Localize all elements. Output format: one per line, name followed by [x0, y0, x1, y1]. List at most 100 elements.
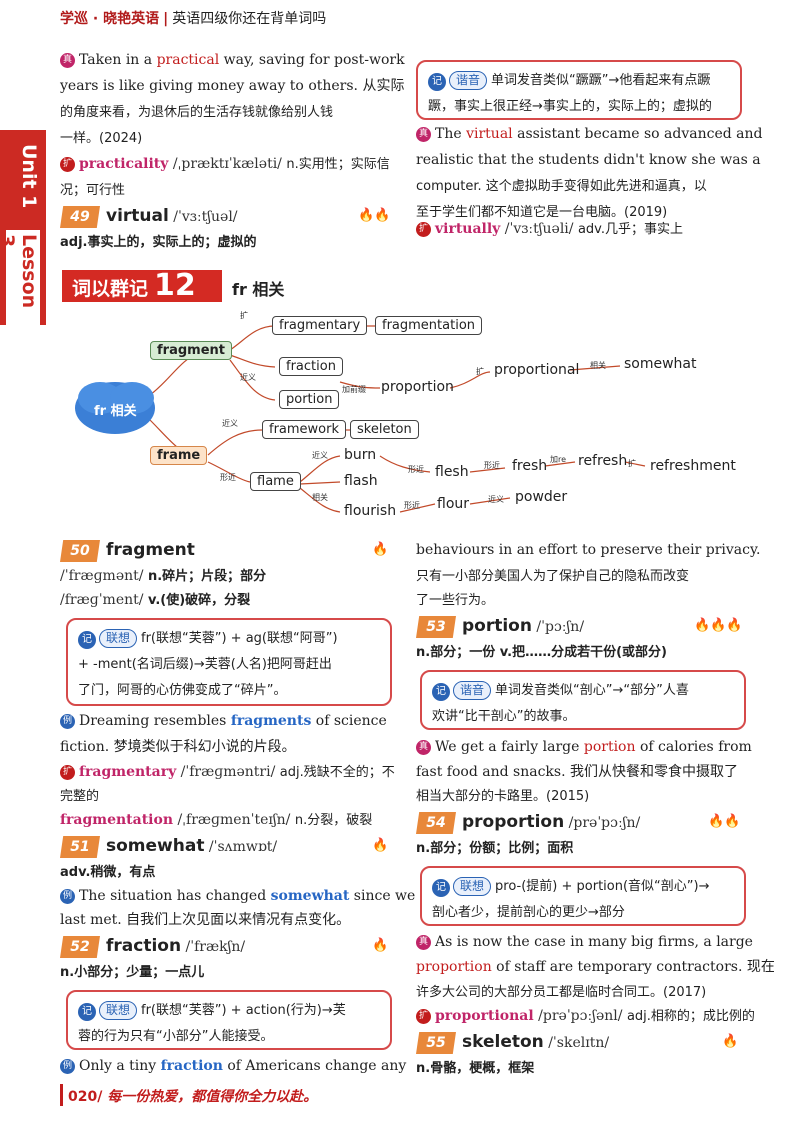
entry-number: 55 — [416, 1032, 456, 1054]
entry-number: 50 — [60, 540, 100, 562]
relation-label: 形近 — [220, 473, 236, 482]
definition: n.部分；份额；比例；面积 — [416, 841, 574, 856]
relation-label: 形近 — [404, 501, 420, 510]
fire-icon: 🔥 — [372, 542, 389, 557]
exam-icon: 真 — [60, 52, 75, 68]
relation-label: 近义 — [222, 419, 238, 428]
exam-icon: 真 — [416, 934, 431, 950]
tip-box: 记谐音单词发音类似“蹶蹶”→他看起来有点蹶蹶，事实上很正经→事实上的，实际上的；… — [416, 60, 742, 120]
lesson-label: Lesson 3 — [0, 230, 40, 325]
example-icon: 例 — [60, 713, 75, 729]
example-line: years is like giving money away to other… — [60, 78, 405, 94]
relation-label: 相关 — [590, 361, 606, 370]
definition: n.小部分；少量；一点儿 — [60, 965, 205, 980]
node-proportion: proportion — [381, 379, 454, 395]
relation-label: 形近 — [408, 465, 424, 474]
definition: /ˈfræɡmənt/ n.碎片；片段；部分 — [60, 568, 267, 584]
node-burn: burn — [344, 447, 377, 463]
relation-label: 近义 — [240, 373, 256, 382]
example-line: 许多大公司的大部分员工都是临时合同工。(2017) — [416, 985, 707, 1000]
relation-label: 扩 — [240, 311, 248, 320]
example-line: fast food and snacks. 我们从快餐和零食中摄取了 — [416, 764, 738, 780]
extend-icon: 扩 — [416, 1008, 431, 1024]
definition: n.骨骼，梗概，框架 — [416, 1061, 535, 1076]
node-powder: powder — [515, 489, 568, 505]
example-line: computer. 这个虚拟助手变得如此先进和逼真，以 — [416, 179, 707, 194]
headword: portion — [462, 616, 532, 636]
extension-line: 完整的 — [60, 789, 100, 804]
definition: adj.事实上的，实际上的；虚拟的 — [60, 235, 257, 250]
mindmap-center: fr 相关 — [94, 404, 137, 419]
example-line: realistic that the students didn't know … — [416, 152, 761, 168]
side-tab: Unit 1 Lesson 3 — [0, 130, 46, 325]
node-flourish: flourish — [344, 503, 397, 519]
word-entry-fragment: 50 fragment — [60, 538, 195, 564]
headword: fraction — [106, 936, 182, 956]
node-skeleton: skeleton — [350, 420, 419, 439]
group-topic: fr 相关 — [232, 280, 285, 299]
node-refresh: refresh — [578, 453, 628, 469]
node-flash: flash — [344, 473, 378, 489]
node-framework: framework — [262, 420, 347, 439]
example-line: fiction. 梦境类似于科幻小说的片段。 — [60, 739, 296, 755]
node-fragmentation: fragmentation — [375, 316, 483, 335]
relation-label: 相关 — [312, 493, 328, 502]
definition: /fræɡˈment/ v.(使)破碎，分裂 — [60, 592, 251, 608]
node-fresh: fresh — [512, 458, 548, 474]
relation-label: 加前缀 — [342, 385, 366, 394]
example-line: proportion of staff are temporary contra… — [416, 959, 775, 975]
definition: n.部分；一份 v.把……分成若干份(或部分) — [416, 645, 667, 660]
extension-line: fragmentation /ˌfræɡmenˈteɪʃn/ n.分裂，破裂 — [60, 812, 373, 828]
definition: adv.稍微，有点 — [60, 865, 156, 880]
example-line: 一样。(2024) — [60, 131, 143, 146]
mindmap-lines — [75, 325, 646, 513]
node-flesh: flesh — [435, 464, 469, 480]
fire-icon: 🔥 — [372, 938, 389, 953]
tip-box: 记谐音单词发音类似“剖心”→“部分”人喜欢讲“比干剖心”的故事。 — [420, 670, 746, 730]
example-line: 至于学生们都不知道它是一台电脑。(2019) — [416, 205, 668, 220]
node-proportional: proportional — [494, 362, 580, 378]
tip-icon: 记 — [432, 879, 450, 897]
headword: virtual — [106, 206, 169, 226]
node-somewhat: somewhat — [624, 356, 697, 372]
footer-bar — [60, 1084, 63, 1106]
relation-label: 近义 — [488, 495, 504, 504]
fire-icon: 🔥 — [372, 838, 389, 853]
relation-label: 形近 — [484, 461, 500, 470]
page-footer: 020/ 每一份热爱，都值得你全力以赴。 — [68, 1086, 317, 1106]
example-line: 相当大部分的卡路里。(2015) — [416, 789, 590, 804]
page-header: 学巡 · 晓艳英语|英语四级你还在背单词吗 — [60, 11, 327, 27]
relation-label: 加re — [550, 455, 567, 464]
book-title: 英语四级你还在背单词吗 — [172, 11, 327, 27]
headword: fragment — [106, 540, 195, 560]
example-icon: 例 — [60, 1058, 75, 1074]
headword: proportion — [462, 812, 565, 832]
tip-icon: 记 — [428, 73, 446, 91]
entry-number: 49 — [60, 206, 100, 228]
node-flame: flame — [250, 472, 301, 491]
fire-icon: 🔥🔥 — [708, 814, 741, 829]
relation-label: 近义 — [312, 451, 328, 460]
node-fragmentary: fragmentary — [272, 316, 368, 335]
example-line: 的角度来看，为退休后的生活存钱就像给别人钱 — [60, 105, 334, 120]
example-line: 了一些行为。 — [416, 593, 495, 608]
node-fraction: fraction — [279, 357, 343, 376]
fire-icon: 🔥🔥 — [358, 208, 391, 223]
example-line: 只有一小部分美国人为了保护自己的隐私而改变 — [416, 569, 690, 584]
extend-icon: 扩 — [60, 764, 75, 780]
example-icon: 例 — [60, 888, 75, 904]
